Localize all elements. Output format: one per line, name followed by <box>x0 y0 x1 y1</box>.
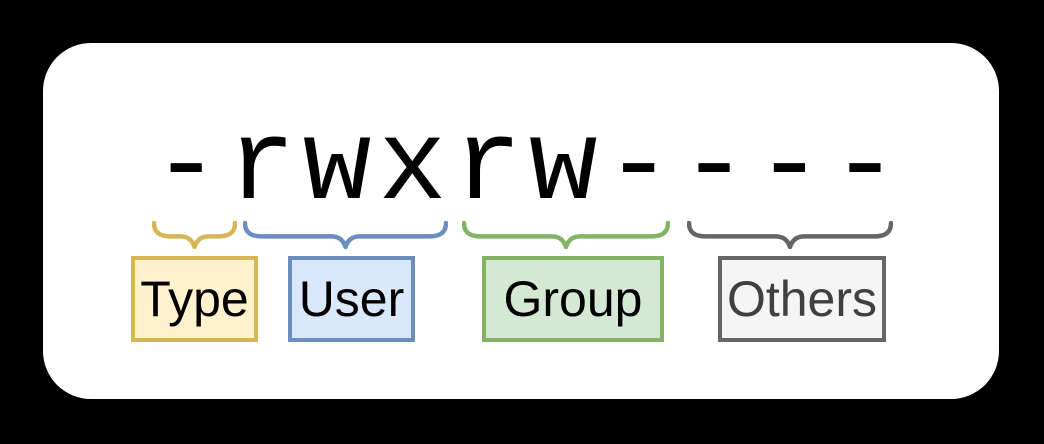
group-brace-icon <box>462 221 670 249</box>
user-brace-icon <box>243 221 448 249</box>
group-label-box: Group <box>482 256 664 342</box>
group-label: Group <box>503 271 643 327</box>
permission-string: -rwxrw---- <box>152 104 907 233</box>
type-label: Type <box>140 271 249 327</box>
others-label: Others <box>726 271 878 327</box>
type-brace-icon <box>152 221 237 249</box>
others-brace-icon <box>687 221 893 249</box>
user-label: User <box>298 271 405 327</box>
user-label-box: User <box>288 256 415 342</box>
type-label-box: Type <box>131 256 258 342</box>
others-label-box: Others <box>718 256 886 342</box>
